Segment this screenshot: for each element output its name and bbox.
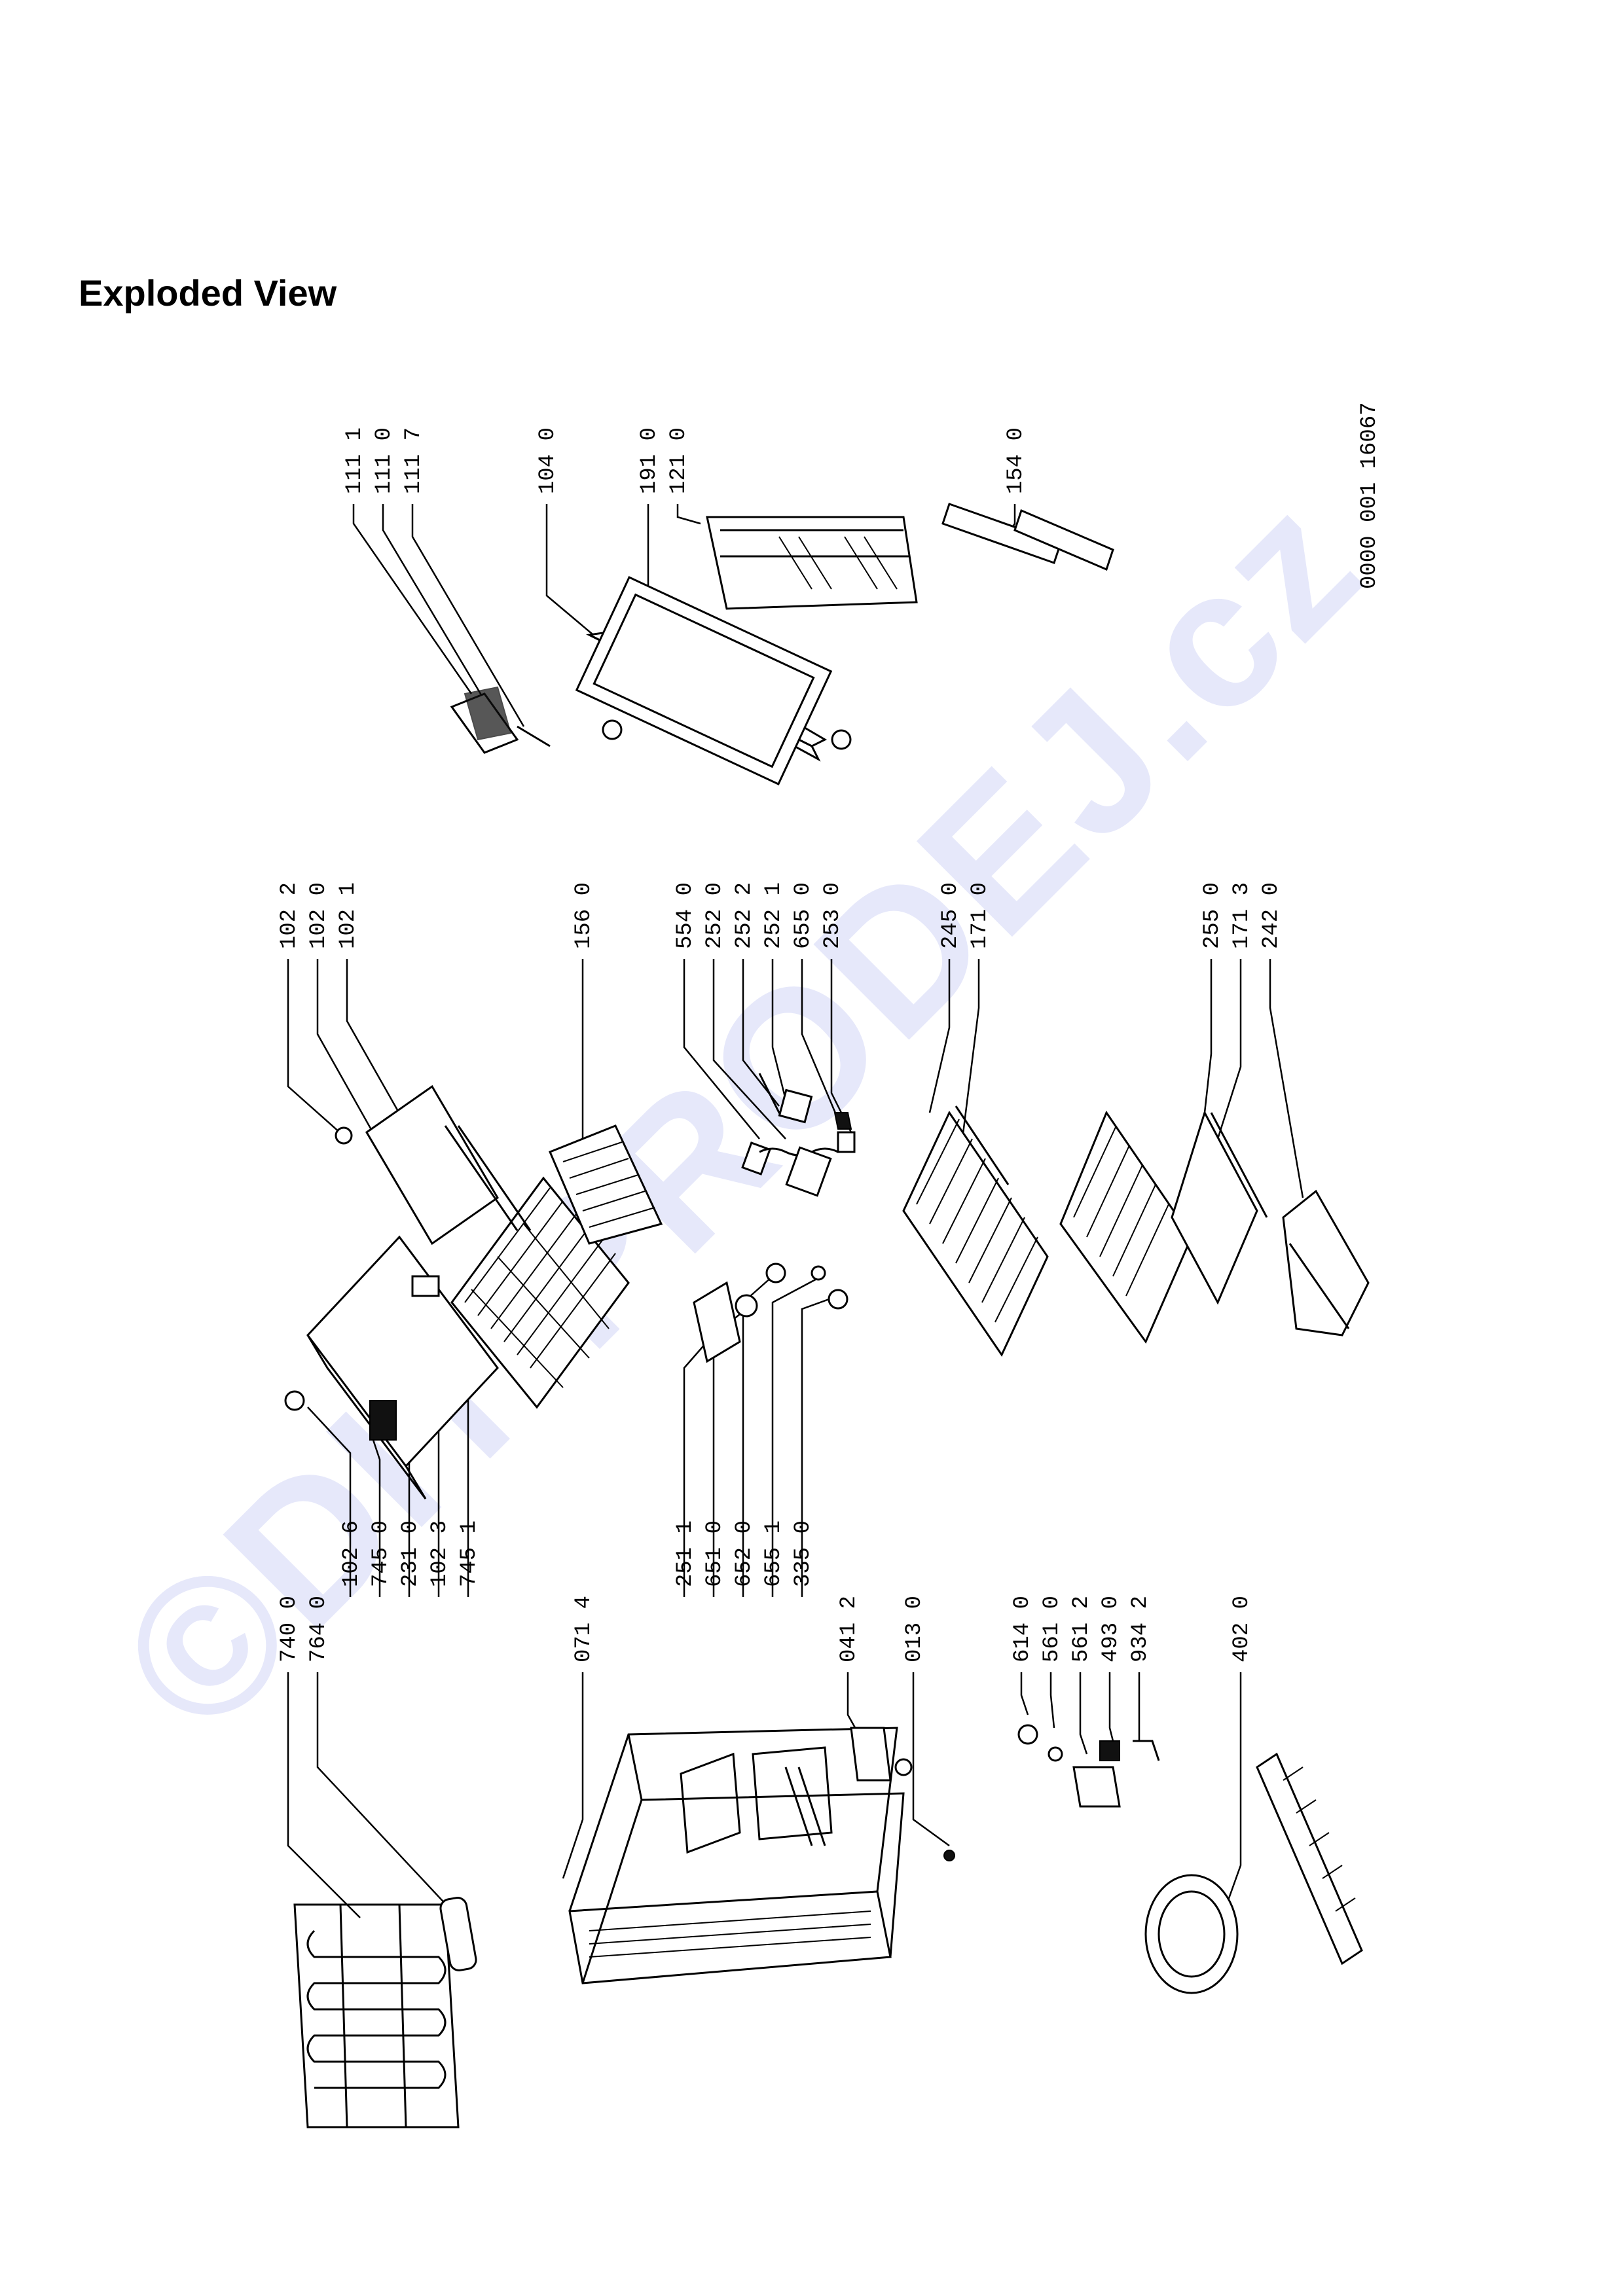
part-label: 102 0	[306, 882, 331, 949]
part-label: 402 0	[1230, 1596, 1254, 1662]
shelf-upper	[902, 1105, 1049, 1357]
part-label: 745 0	[369, 1520, 393, 1587]
part-label: 252 1	[761, 882, 786, 949]
electrical-components	[1017, 1724, 1160, 1808]
thermostat-assembly	[693, 1073, 856, 1363]
part-label: 013 0	[902, 1596, 927, 1662]
part-label: 111 0	[372, 427, 397, 494]
part-label: 245 0	[938, 882, 963, 949]
part-label: 102 6	[339, 1520, 364, 1587]
cabinet	[568, 1727, 905, 1984]
part-label: 655 1	[761, 1520, 786, 1587]
part-label: 111 7	[401, 427, 426, 494]
part-label: 740 0	[277, 1596, 302, 1662]
part-label: 764 0	[306, 1596, 331, 1662]
part-label: 154 0	[1004, 427, 1029, 494]
part-label: 231 0	[398, 1520, 423, 1587]
door-rail	[941, 503, 1114, 571]
evaporator-tray	[335, 1085, 532, 1246]
part-label: 335 0	[791, 1520, 816, 1587]
part-label: 561 2	[1069, 1596, 1094, 1662]
hinge	[850, 1727, 955, 1861]
door-bin	[706, 516, 918, 610]
part-label: 561 0	[1040, 1596, 1065, 1662]
part-label: 255 0	[1200, 882, 1225, 949]
part-label: 614 0	[1010, 1596, 1035, 1662]
part-label: 171 3	[1230, 882, 1254, 949]
part-label: 104 0	[536, 427, 560, 494]
part-label: 121 0	[666, 427, 691, 494]
part-label: 253 0	[820, 882, 845, 949]
part-label: 934 2	[1128, 1596, 1153, 1662]
condenser-coil	[293, 1903, 460, 2128]
part-label: 041 2	[837, 1596, 862, 1662]
part-label: 242 0	[1259, 882, 1284, 949]
part-label: 651 0	[702, 1520, 727, 1587]
part-label: 554 0	[673, 882, 698, 949]
part-label: 652 0	[732, 1520, 757, 1587]
part-label: 102 2	[277, 882, 302, 949]
part-label: 252 2	[732, 882, 757, 949]
compressor	[1144, 1752, 1363, 1994]
part-label: 071 4	[572, 1596, 596, 1662]
evaporator-assembly	[284, 1176, 630, 1499]
part-label: 252 0	[702, 882, 727, 949]
part-label: 171 0	[968, 882, 993, 949]
ice-tray	[549, 1124, 663, 1245]
part-label: 102 1	[336, 882, 361, 949]
part-label: 111 1	[342, 427, 367, 494]
part-label: 191 0	[637, 427, 662, 494]
document-code: 0000 001 16067	[1357, 402, 1382, 589]
part-label: 251 1	[673, 1520, 698, 1587]
part-label: 156 0	[572, 882, 596, 949]
part-label: 493 0	[1099, 1596, 1123, 1662]
part-label: 102 3	[428, 1520, 452, 1587]
crisper-assembly	[1171, 1110, 1370, 1336]
part-label: 745 1	[457, 1520, 482, 1587]
door-panel	[575, 576, 852, 785]
filter-drier	[439, 1897, 477, 1971]
part-label: 655 0	[791, 882, 816, 949]
page-title: Exploded View	[79, 272, 337, 314]
shelf-lower	[1059, 1110, 1193, 1344]
door-handle	[450, 686, 551, 754]
